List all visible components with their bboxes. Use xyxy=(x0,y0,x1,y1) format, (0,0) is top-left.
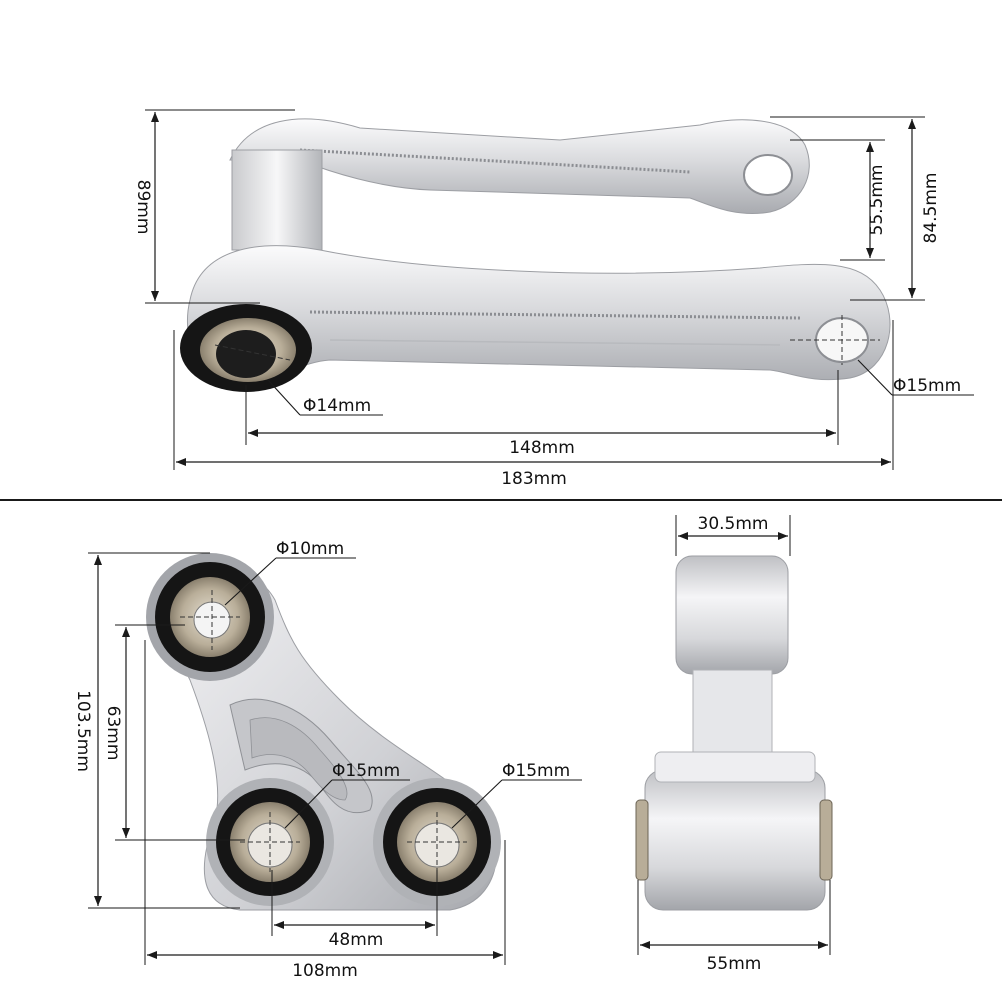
center-cylinder xyxy=(231,149,323,251)
dim-89mm-label: 89mm xyxy=(133,180,153,235)
dim-103-5mm-label: 103.5mm xyxy=(73,690,93,772)
side-top-block xyxy=(675,555,789,675)
front-view-dimensions: Φ10mm Φ15mm Φ15mm 103.5mm 63mm 48mm xyxy=(73,539,582,981)
dim-55-5mm-label: 55.5mm xyxy=(867,165,887,236)
upper-arm-shape xyxy=(229,118,810,215)
dim-bore-15-left-label: Φ15mm xyxy=(332,761,400,781)
side-right-bearing-edge xyxy=(819,799,833,881)
dim-108mm-label: 108mm xyxy=(292,961,358,981)
dim-bore-15-right-label: Φ15mm xyxy=(893,376,961,396)
dim-48mm-label: 48mm xyxy=(329,930,384,950)
side-left-bearing-edge xyxy=(635,799,649,881)
side-view-dimensions: 30.5mm 55mm xyxy=(637,514,831,974)
side-bottom-block xyxy=(644,769,826,911)
front-view-drawing xyxy=(146,553,501,911)
dim-148mm-label: 148mm xyxy=(509,438,575,458)
dim-30-5mm-label: 30.5mm xyxy=(698,514,769,534)
dim-bore-10-label: Φ10mm xyxy=(276,539,344,559)
dim-bore-14-label: Φ14mm xyxy=(303,396,371,416)
dim-55mm-label: 55mm xyxy=(707,954,762,974)
dim-bore-15-right-front-label: Φ15mm xyxy=(502,761,570,781)
dim-63mm-label: 63mm xyxy=(103,706,123,761)
side-view-drawing xyxy=(635,555,833,911)
left-bearing-bore xyxy=(216,330,276,378)
dim-183mm-label: 183mm xyxy=(501,469,567,489)
dim-84-5mm-label: 84.5mm xyxy=(921,173,941,244)
upper-ear-hole xyxy=(743,154,793,196)
top-view-drawing xyxy=(180,118,891,392)
top-view-dimensions: 89mm 55.5mm 84.5mm Φ14mm Φ15mm 148 xyxy=(133,109,974,489)
